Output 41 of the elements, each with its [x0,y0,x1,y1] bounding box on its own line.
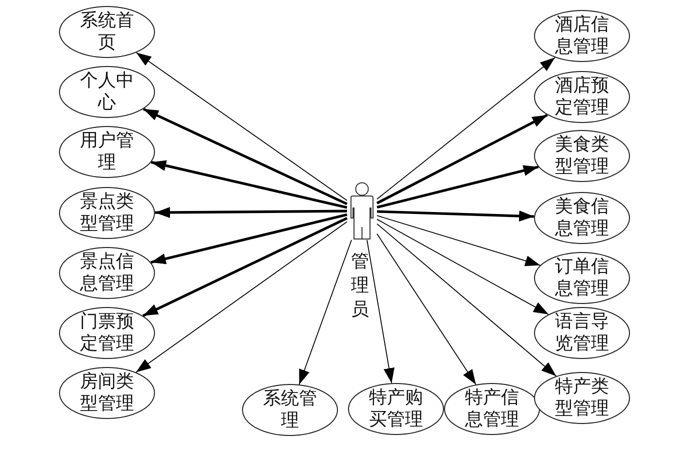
use-case-label: 酒店信息管理 [554,14,610,58]
use-case-label: 景点信息管理 [79,251,135,295]
arrow [376,218,549,315]
use-case-ellipse [534,372,630,424]
arrow [142,108,348,206]
use-case-label: 酒店预定管理 [554,75,610,119]
use-case-ellipse [59,66,155,118]
use-case-label: 房间类型管理 [79,371,135,415]
arrow [376,223,557,377]
use-case-label: 语言导览管理 [554,311,610,355]
use-case-label: 美食类型管理 [554,134,610,178]
use-case-ellipse [534,307,630,359]
arrow [366,240,394,384]
arrow [376,57,556,200]
arrow [376,233,476,385]
arrow [376,210,534,222]
arrow [136,221,348,373]
arrow [142,217,348,317]
use-case-label: 特产信息管理 [464,387,520,431]
use-case-label: 个人中心 [79,70,135,114]
use-case-label: 门票预定管理 [79,311,135,355]
use-case-label: 用户管理 [79,130,135,174]
arrow [298,240,352,385]
use-case-label: 订单信息管理 [554,256,610,300]
arrow [150,213,348,264]
arrow [150,160,348,209]
use-case-label: 特产购买管理 [368,387,424,431]
arrow [376,114,548,204]
actor-label: 管理员 [351,250,369,322]
use-case-ellipse [59,307,155,359]
use-case-ellipse [534,252,630,304]
use-case-label: 景点类型管理 [79,191,135,235]
arrow [376,165,539,209]
arrow [376,215,541,266]
use-case-label: 美食信息管理 [554,196,610,240]
use-case-label: 系统首页 [79,10,135,54]
use-case-ellipse [534,71,630,123]
arrow [136,52,348,201]
arrow [155,206,347,218]
use-case-label: 系统管理 [262,388,318,432]
use-case-label: 特产类型管理 [554,376,610,420]
